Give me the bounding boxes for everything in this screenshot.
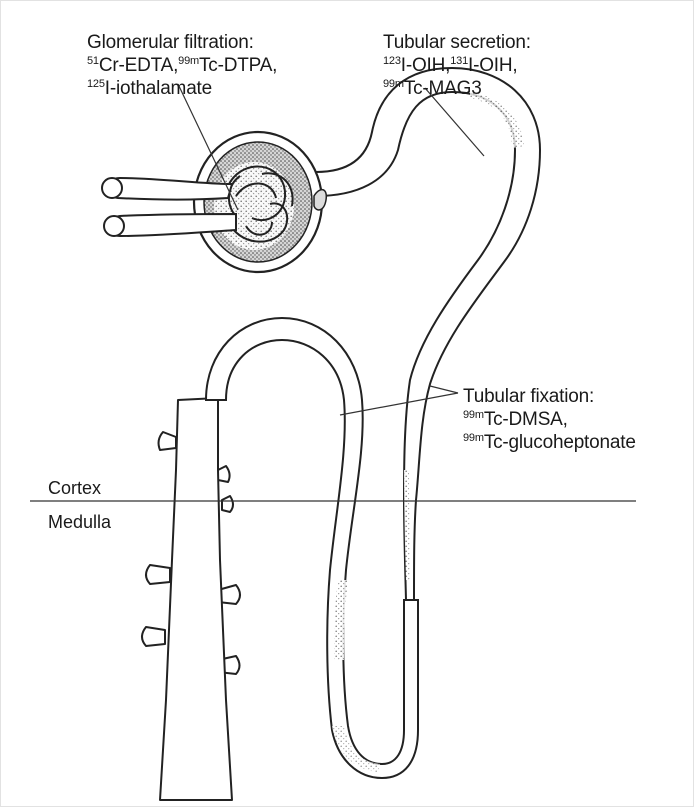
glomerular-line3: 125I-iothalamate xyxy=(87,77,277,100)
glomerular-line2: 51Cr-EDTA,99mTc-DTPA, xyxy=(87,54,277,77)
collecting-duct-branch xyxy=(142,627,165,646)
collecting-duct-tube xyxy=(160,398,232,800)
fixation-line3: 99mTc-glucoheptonate xyxy=(463,431,636,454)
fixation-line2: 99mTc-DMSA, xyxy=(463,408,636,431)
fixation-title: Tubular fixation: xyxy=(463,385,636,408)
collecting-duct-branch xyxy=(222,496,233,512)
secretion-line2: 123I-OIH,131I-OIH, xyxy=(383,54,531,77)
glomerulus xyxy=(102,132,326,272)
collecting-duct xyxy=(142,398,240,800)
loop-of-henle xyxy=(206,318,418,778)
collecting-duct-branch xyxy=(146,565,170,584)
label-tubular-secretion: Tubular secretion: 123I-OIH,131I-OIH, 99… xyxy=(383,31,531,100)
label-cortex: Cortex xyxy=(48,478,101,499)
leader-fixation-2 xyxy=(430,386,458,393)
label-medulla: Medulla xyxy=(48,512,111,533)
collecting-duct-branch xyxy=(218,466,230,482)
glomerular-title: Glomerular filtration: xyxy=(87,31,277,54)
label-tubular-fixation: Tubular fixation: 99mTc-DMSA, 99mTc-gluc… xyxy=(463,385,636,454)
label-glomerular-filtration: Glomerular filtration: 51Cr-EDTA,99mTc-D… xyxy=(87,31,277,100)
secretion-title: Tubular secretion: xyxy=(383,31,531,54)
secretion-line3: 99mTc-MAG3 xyxy=(383,77,531,100)
collecting-duct-branch xyxy=(159,432,176,450)
